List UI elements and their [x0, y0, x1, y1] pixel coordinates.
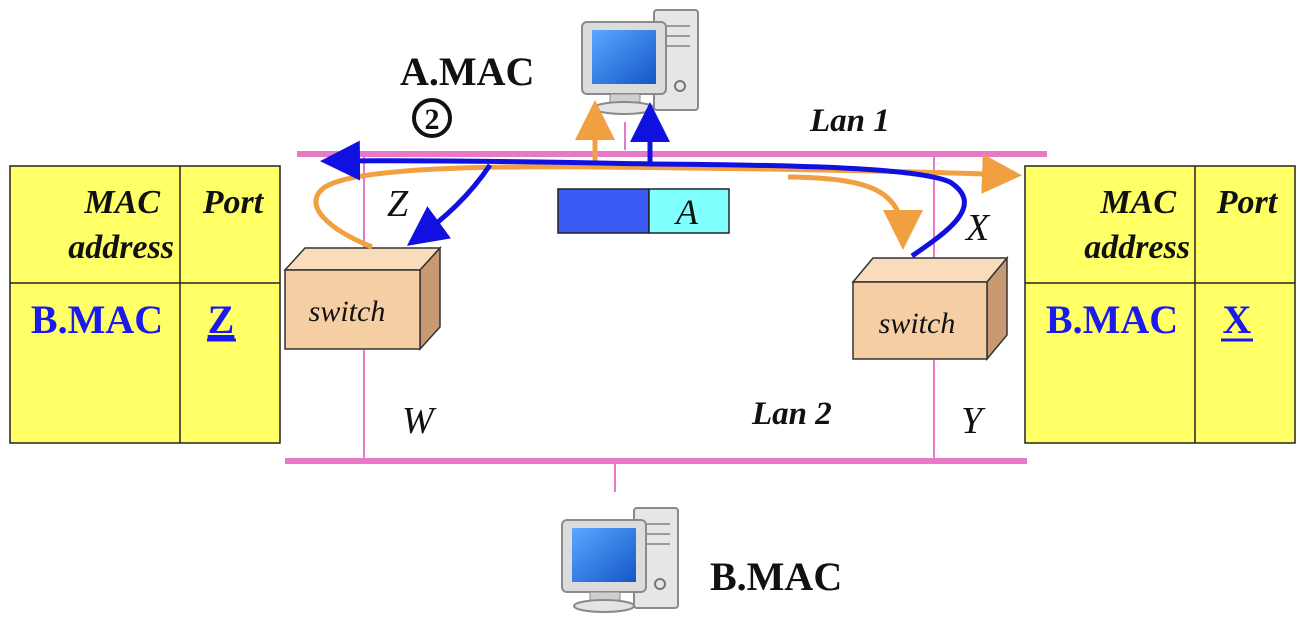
right-table-row-port: X: [1223, 297, 1252, 342]
left-switch-label: switch: [309, 295, 386, 328]
frame-box: [557, 188, 730, 234]
port-w-label: W: [402, 400, 437, 442]
port-z-label: Z: [387, 183, 409, 225]
right-table-header-mac-line2: address: [1084, 229, 1190, 266]
left-table-row-port: Z: [208, 297, 235, 342]
left-table-row-mac: B.MAC: [31, 297, 163, 342]
host-a-computer-icon: [581, 9, 699, 115]
left-table-header-mac-line1: MAC: [83, 184, 160, 221]
left-switch-box: [283, 246, 442, 351]
port-y-label: Y: [961, 400, 986, 442]
lan2-bus: [285, 458, 1027, 492]
host-b-computer-icon: [561, 507, 679, 613]
left-mac-table: [9, 165, 281, 444]
host-a-label: A.MAC: [400, 49, 534, 94]
left-table-header-mac-line2: address: [68, 229, 174, 266]
frame-address-label: A: [674, 192, 699, 232]
port-x-label: X: [964, 207, 991, 249]
lan2-label: Lan 2: [751, 396, 832, 432]
host-b-label: B.MAC: [710, 554, 842, 599]
right-table-header-port: Port: [1216, 184, 1279, 221]
left-table-header-port: Port: [202, 184, 265, 221]
right-mac-table: [1024, 165, 1296, 444]
step-number: 2: [425, 103, 440, 136]
orange-flood-path: [313, 100, 1022, 250]
right-table-header-mac-line1: MAC: [1099, 184, 1176, 221]
lan1-label: Lan 1: [809, 103, 890, 139]
step-marker: 2: [412, 98, 452, 138]
right-switch-label: switch: [879, 307, 956, 340]
blue-flood-path: [320, 102, 967, 259]
lan1-bus: [297, 122, 1047, 157]
right-table-row-mac: B.MAC: [1046, 297, 1178, 342]
right-switch-box: [851, 255, 1009, 362]
